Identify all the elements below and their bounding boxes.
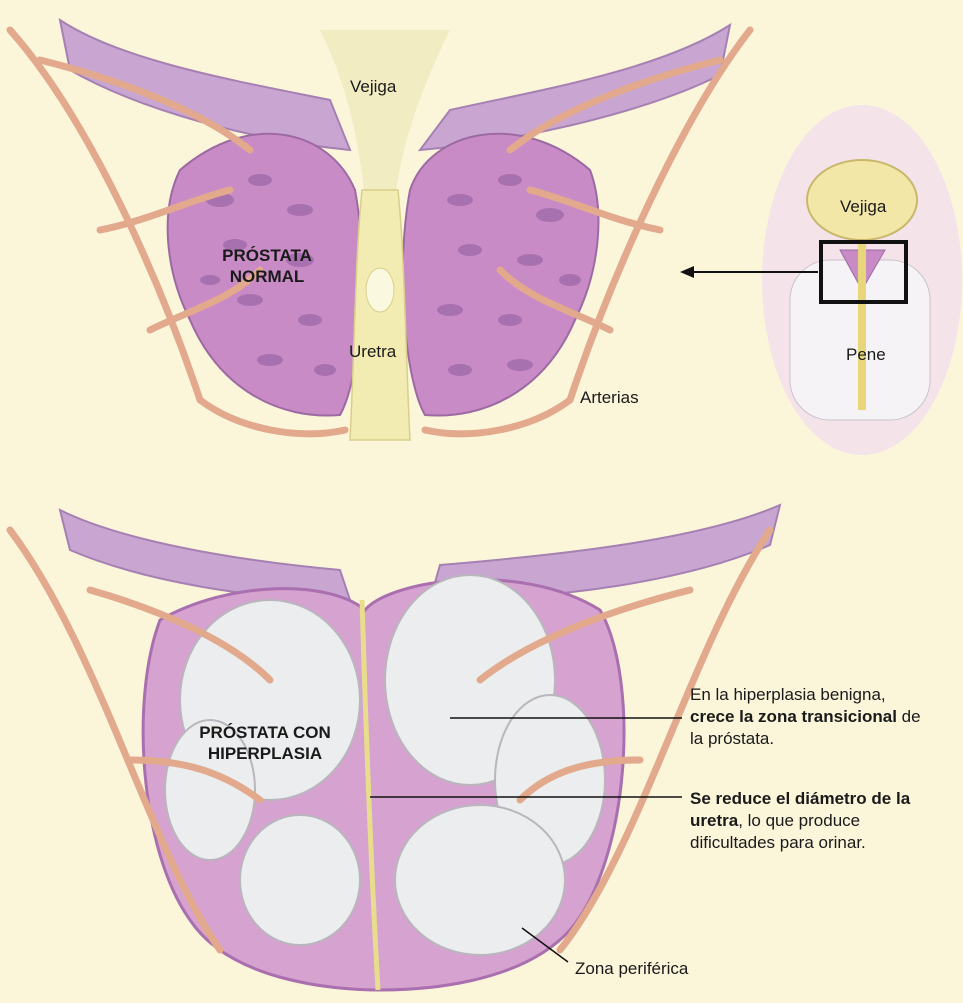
bladder-wall-left-bottom	[60, 510, 350, 600]
hyperplasia-illustration	[10, 505, 780, 990]
label-arterias: Arterias	[580, 387, 639, 408]
note-uretra-end: dificultades para orinar.	[690, 833, 866, 852]
title-normal-line1: PRÓSTATA	[212, 245, 322, 266]
note-transicional-text: En la hiperplasia benigna,	[690, 685, 886, 704]
note-uretra-diametro: Se reduce el diámetro de la uretra, lo q…	[690, 788, 960, 854]
note-uretra-bold1: Se reduce el diámetro de la	[690, 789, 910, 808]
urethra	[350, 190, 410, 440]
note-uretra-text: , lo que produce	[738, 811, 860, 830]
title-normal-prostate: PRÓSTATA NORMAL	[212, 245, 322, 287]
inset-anatomy	[762, 105, 962, 455]
title-hiper-line2: HIPERPLASIA	[185, 743, 345, 764]
label-uretra: Uretra	[349, 341, 396, 362]
label-vejiga: Vejiga	[350, 76, 396, 97]
label-inset-pene: Pene	[846, 344, 886, 365]
label-zona-periferica: Zona periférica	[575, 958, 688, 979]
note-zona-transicional: En la hiperplasia benigna, crece la zona…	[690, 684, 960, 750]
title-hyperplasia: PRÓSTATA CON HIPERPLASIA	[185, 722, 345, 764]
note-transicional-bold: crece la zona transicional	[690, 707, 897, 726]
bladder-wall-left	[60, 20, 350, 150]
note-transicional-mid: de	[897, 707, 921, 726]
title-hiper-line1: PRÓSTATA CON	[185, 722, 345, 743]
label-inset-vejiga: Vejiga	[840, 196, 886, 217]
note-uretra-bold2: uretra	[690, 811, 738, 830]
note-transicional-end: la próstata.	[690, 729, 774, 748]
title-normal-line2: NORMAL	[212, 266, 322, 287]
